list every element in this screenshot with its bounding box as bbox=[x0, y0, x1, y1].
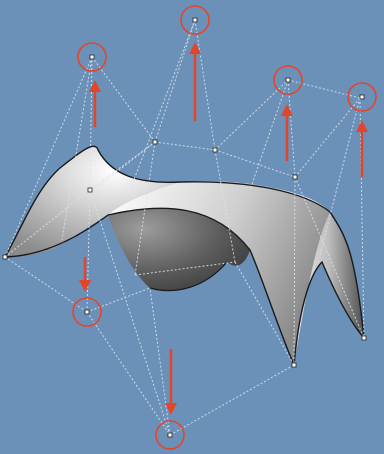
highlight-circles bbox=[72, 5, 377, 450]
control-point-left-tip[interactable] bbox=[2, 254, 8, 260]
surface-front-leg[interactable] bbox=[108, 181, 330, 365]
surface-right-leg[interactable] bbox=[294, 212, 364, 365]
surface-edge-right bbox=[329, 211, 365, 339]
control-point-mid-left[interactable] bbox=[152, 139, 158, 145]
control-point-right-foot[interactable] bbox=[361, 335, 367, 341]
surface-edge-inner bbox=[149, 261, 228, 292]
highlight-circle-top-center bbox=[180, 5, 210, 35]
highlight-circle-bottom-center bbox=[155, 420, 185, 450]
arrow-up-head-top-right-a bbox=[281, 104, 293, 116]
highlight-circle-lower-left bbox=[72, 297, 102, 327]
surface-edge-left bbox=[4, 145, 99, 258]
control-point-inner-left[interactable] bbox=[87, 187, 93, 193]
control-point-top-right-b[interactable] bbox=[359, 94, 365, 100]
arrow-down-head-bottom-center bbox=[165, 403, 177, 415]
control-points[interactable] bbox=[2, 17, 367, 438]
surface-left-wing[interactable] bbox=[5, 146, 180, 258]
arrow-up-head-top-right-b bbox=[356, 120, 368, 132]
control-cage-lines bbox=[4, 19, 365, 436]
control-point-center-foot[interactable] bbox=[291, 362, 297, 368]
control-point-bottom-center[interactable] bbox=[167, 432, 173, 438]
arrow-up-head-top-left bbox=[89, 80, 101, 92]
control-point-lower-left[interactable] bbox=[84, 309, 90, 315]
highlight-circle-top-right-a bbox=[273, 65, 303, 95]
move-direction-arrows bbox=[79, 42, 368, 415]
control-point-mid-right[interactable] bbox=[292, 174, 298, 180]
arrow-down-head-lower-left bbox=[79, 280, 91, 292]
surface-edge-bottom-right bbox=[293, 260, 365, 366]
surface-underside[interactable] bbox=[108, 208, 250, 291]
control-point-mid-center[interactable] bbox=[212, 147, 218, 153]
control-point-top-left[interactable] bbox=[89, 54, 95, 60]
control-point-top-right-a[interactable] bbox=[285, 77, 291, 83]
surface-edge-bottom-left bbox=[4, 207, 295, 366]
surface-edge-top bbox=[97, 149, 331, 213]
control-point-top-center[interactable] bbox=[192, 17, 198, 23]
highlight-circle-top-left bbox=[77, 42, 107, 72]
arrow-up-head-top-center bbox=[189, 42, 201, 54]
highlight-circle-top-right-b bbox=[347, 82, 377, 112]
nurbs-surface[interactable] bbox=[4, 145, 365, 366]
